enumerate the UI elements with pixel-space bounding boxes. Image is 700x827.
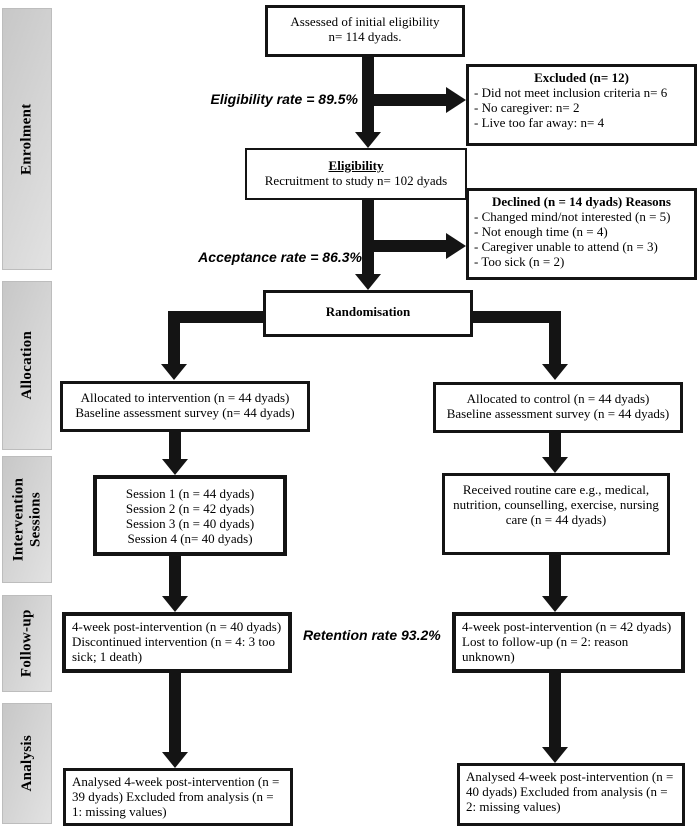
arrowhead-into-analysis-control: [542, 747, 568, 763]
session-line: Session 3 (n = 40 dyads): [125, 516, 255, 532]
alloc-intervention-line1: Allocated to intervention (n = 44 dyads): [80, 390, 290, 405]
alloc-control-line2: Baseline assessment survey (n = 44 dyads…: [446, 406, 670, 422]
declined-item: - Caregiver unable to attend (n = 3): [474, 239, 658, 255]
arrowhead-into-declined: [446, 233, 466, 259]
arrowhead-into-analysis-intervention: [162, 752, 188, 768]
excluded-title: Excluded (n= 12): [534, 70, 629, 85]
alloc-control-line1: Allocated to control (n = 44 dyads): [466, 391, 650, 406]
sidebar-stage-enrolment: Enrolment: [2, 8, 52, 270]
routine-care-box: Received routine care e.g., medical, nut…: [442, 473, 670, 555]
acceptance-rate-label: Acceptance rate = 86.3%: [198, 249, 362, 265]
alloc-intervention-box: Allocated to intervention (n = 44 dyads)…: [60, 381, 310, 432]
connector-followup-to-analysis-right: [549, 672, 561, 748]
eligibility-box: Eligibility Recruitment to study n= 102 …: [245, 148, 467, 200]
declined-title: Declined (n = 14 dyads) Reasons: [492, 194, 671, 209]
connector-down-to-control: [549, 311, 561, 366]
connector-randomisation-right: [471, 311, 561, 323]
randomisation-title: Randomisation: [325, 304, 411, 319]
sessions-box: Session 1 (n = 44 dyads) Session 2 (n = …: [93, 475, 287, 556]
analysis-control-box: Analysed 4-week post-intervention (n = 4…: [457, 763, 685, 826]
connector-followup-to-analysis-left: [169, 672, 181, 753]
sidebar-stage-follow-up: Follow-up: [2, 595, 52, 692]
declined-item: - Not enough time (n = 4): [474, 224, 608, 240]
analysis-control-text: Analysed 4-week post-intervention (n = 4…: [466, 769, 674, 815]
sidebar-stage-analysis: Analysis: [2, 703, 52, 824]
arrowhead-into-alloc-control: [542, 364, 568, 380]
arrowhead-into-alloc-intervention: [161, 364, 187, 380]
followup-intervention-text: 4-week post-intervention (n = 40 dyads) …: [72, 619, 282, 665]
connector-alloc-to-sessions: [169, 431, 181, 461]
alloc-control-box: Allocated to control (n = 44 dyads) Base…: [433, 382, 683, 433]
arrowhead-into-eligibility: [355, 132, 381, 148]
declined-item: - Changed mind/not interested (n = 5): [474, 209, 671, 225]
excluded-item: - Live too far away: n= 4: [474, 115, 605, 131]
connector-branch-to-declined: [368, 240, 446, 252]
stage-label-intervention-sessions: Intervention Sessions: [10, 477, 44, 562]
connector-branch-to-excluded: [368, 94, 446, 106]
randomisation-box: Randomisation: [263, 290, 473, 337]
stage-label-enrolment: Enrolment: [18, 103, 35, 175]
stage-label-analysis: Analysis: [18, 735, 35, 792]
declined-item: - Too sick (n = 2): [474, 254, 565, 270]
arrowhead-into-randomisation: [355, 274, 381, 290]
followup-intervention-box: 4-week post-intervention (n = 40 dyads) …: [62, 612, 292, 673]
arrowhead-into-followup-intervention: [162, 596, 188, 612]
arrowhead-into-followup-control: [542, 596, 568, 612]
declined-box: Declined (n = 14 dyads) Reasons - Change…: [466, 188, 697, 280]
connector-randomisation-left: [168, 311, 265, 323]
connector-eligibility-to-randomisation: [362, 199, 374, 274]
routine-care-text: Received routine care e.g., medical, nut…: [453, 482, 659, 528]
session-line: Session 4 (n= 40 dyads): [127, 531, 253, 547]
followup-control-box: 4-week post-intervention (n = 42 dyads) …: [452, 612, 685, 673]
assessed-eligibility-box: Assessed of initial eligibility n= 114 d…: [265, 5, 465, 57]
connector-routine-to-followup: [549, 554, 561, 597]
alloc-intervention-line2: Baseline assessment survey (n= 44 dyads): [75, 405, 295, 421]
analysis-intervention-box: Analysed 4-week post-intervention (n = 3…: [63, 768, 293, 826]
arrowhead-into-sessions: [162, 459, 188, 475]
session-line: Session 2 (n = 42 dyads): [125, 501, 255, 517]
connector-alloc-to-routine: [549, 432, 561, 459]
retention-rate-label: Retention rate 93.2%: [303, 627, 441, 643]
excluded-item: - No caregiver: n= 2: [474, 100, 580, 116]
eligibility-title: Eligibility: [328, 158, 384, 173]
stage-label-allocation: Allocation: [18, 331, 35, 400]
stage-label-follow-up: Follow-up: [18, 609, 35, 678]
excluded-box: Excluded (n= 12) - Did not meet inclusio…: [466, 64, 697, 146]
session-line: Session 1 (n = 44 dyads): [125, 486, 255, 501]
eligibility-rate-label: Eligibility rate = 89.5%: [210, 91, 358, 107]
followup-control-text: 4-week post-intervention (n = 42 dyads) …: [462, 619, 672, 665]
analysis-intervention-text: Analysed 4-week post-intervention (n = 3…: [72, 774, 280, 820]
assessed-line1: Assessed of initial eligibility: [290, 14, 440, 29]
connector-down-to-intervention: [168, 311, 180, 366]
arrowhead-into-excluded: [446, 87, 466, 113]
sidebar-stage-intervention-sessions: Intervention Sessions: [2, 456, 52, 583]
sidebar-stage-allocation: Allocation: [2, 281, 52, 450]
excluded-item: - Did not meet inclusion criteria n= 6: [474, 85, 668, 101]
arrowhead-into-routine: [542, 457, 568, 473]
assessed-line2: n= 114 dyads.: [328, 29, 402, 45]
connector-sessions-to-followup: [169, 555, 181, 597]
eligibility-line2: Recruitment to study n= 102 dyads: [264, 173, 448, 189]
